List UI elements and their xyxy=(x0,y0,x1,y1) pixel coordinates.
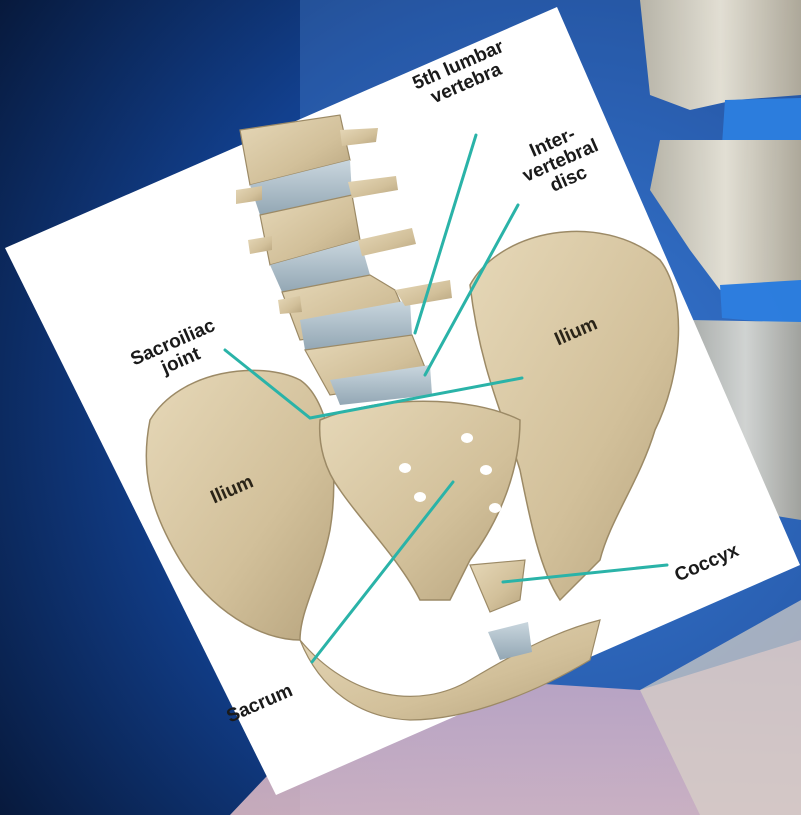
ilium-left-bone xyxy=(146,370,334,640)
